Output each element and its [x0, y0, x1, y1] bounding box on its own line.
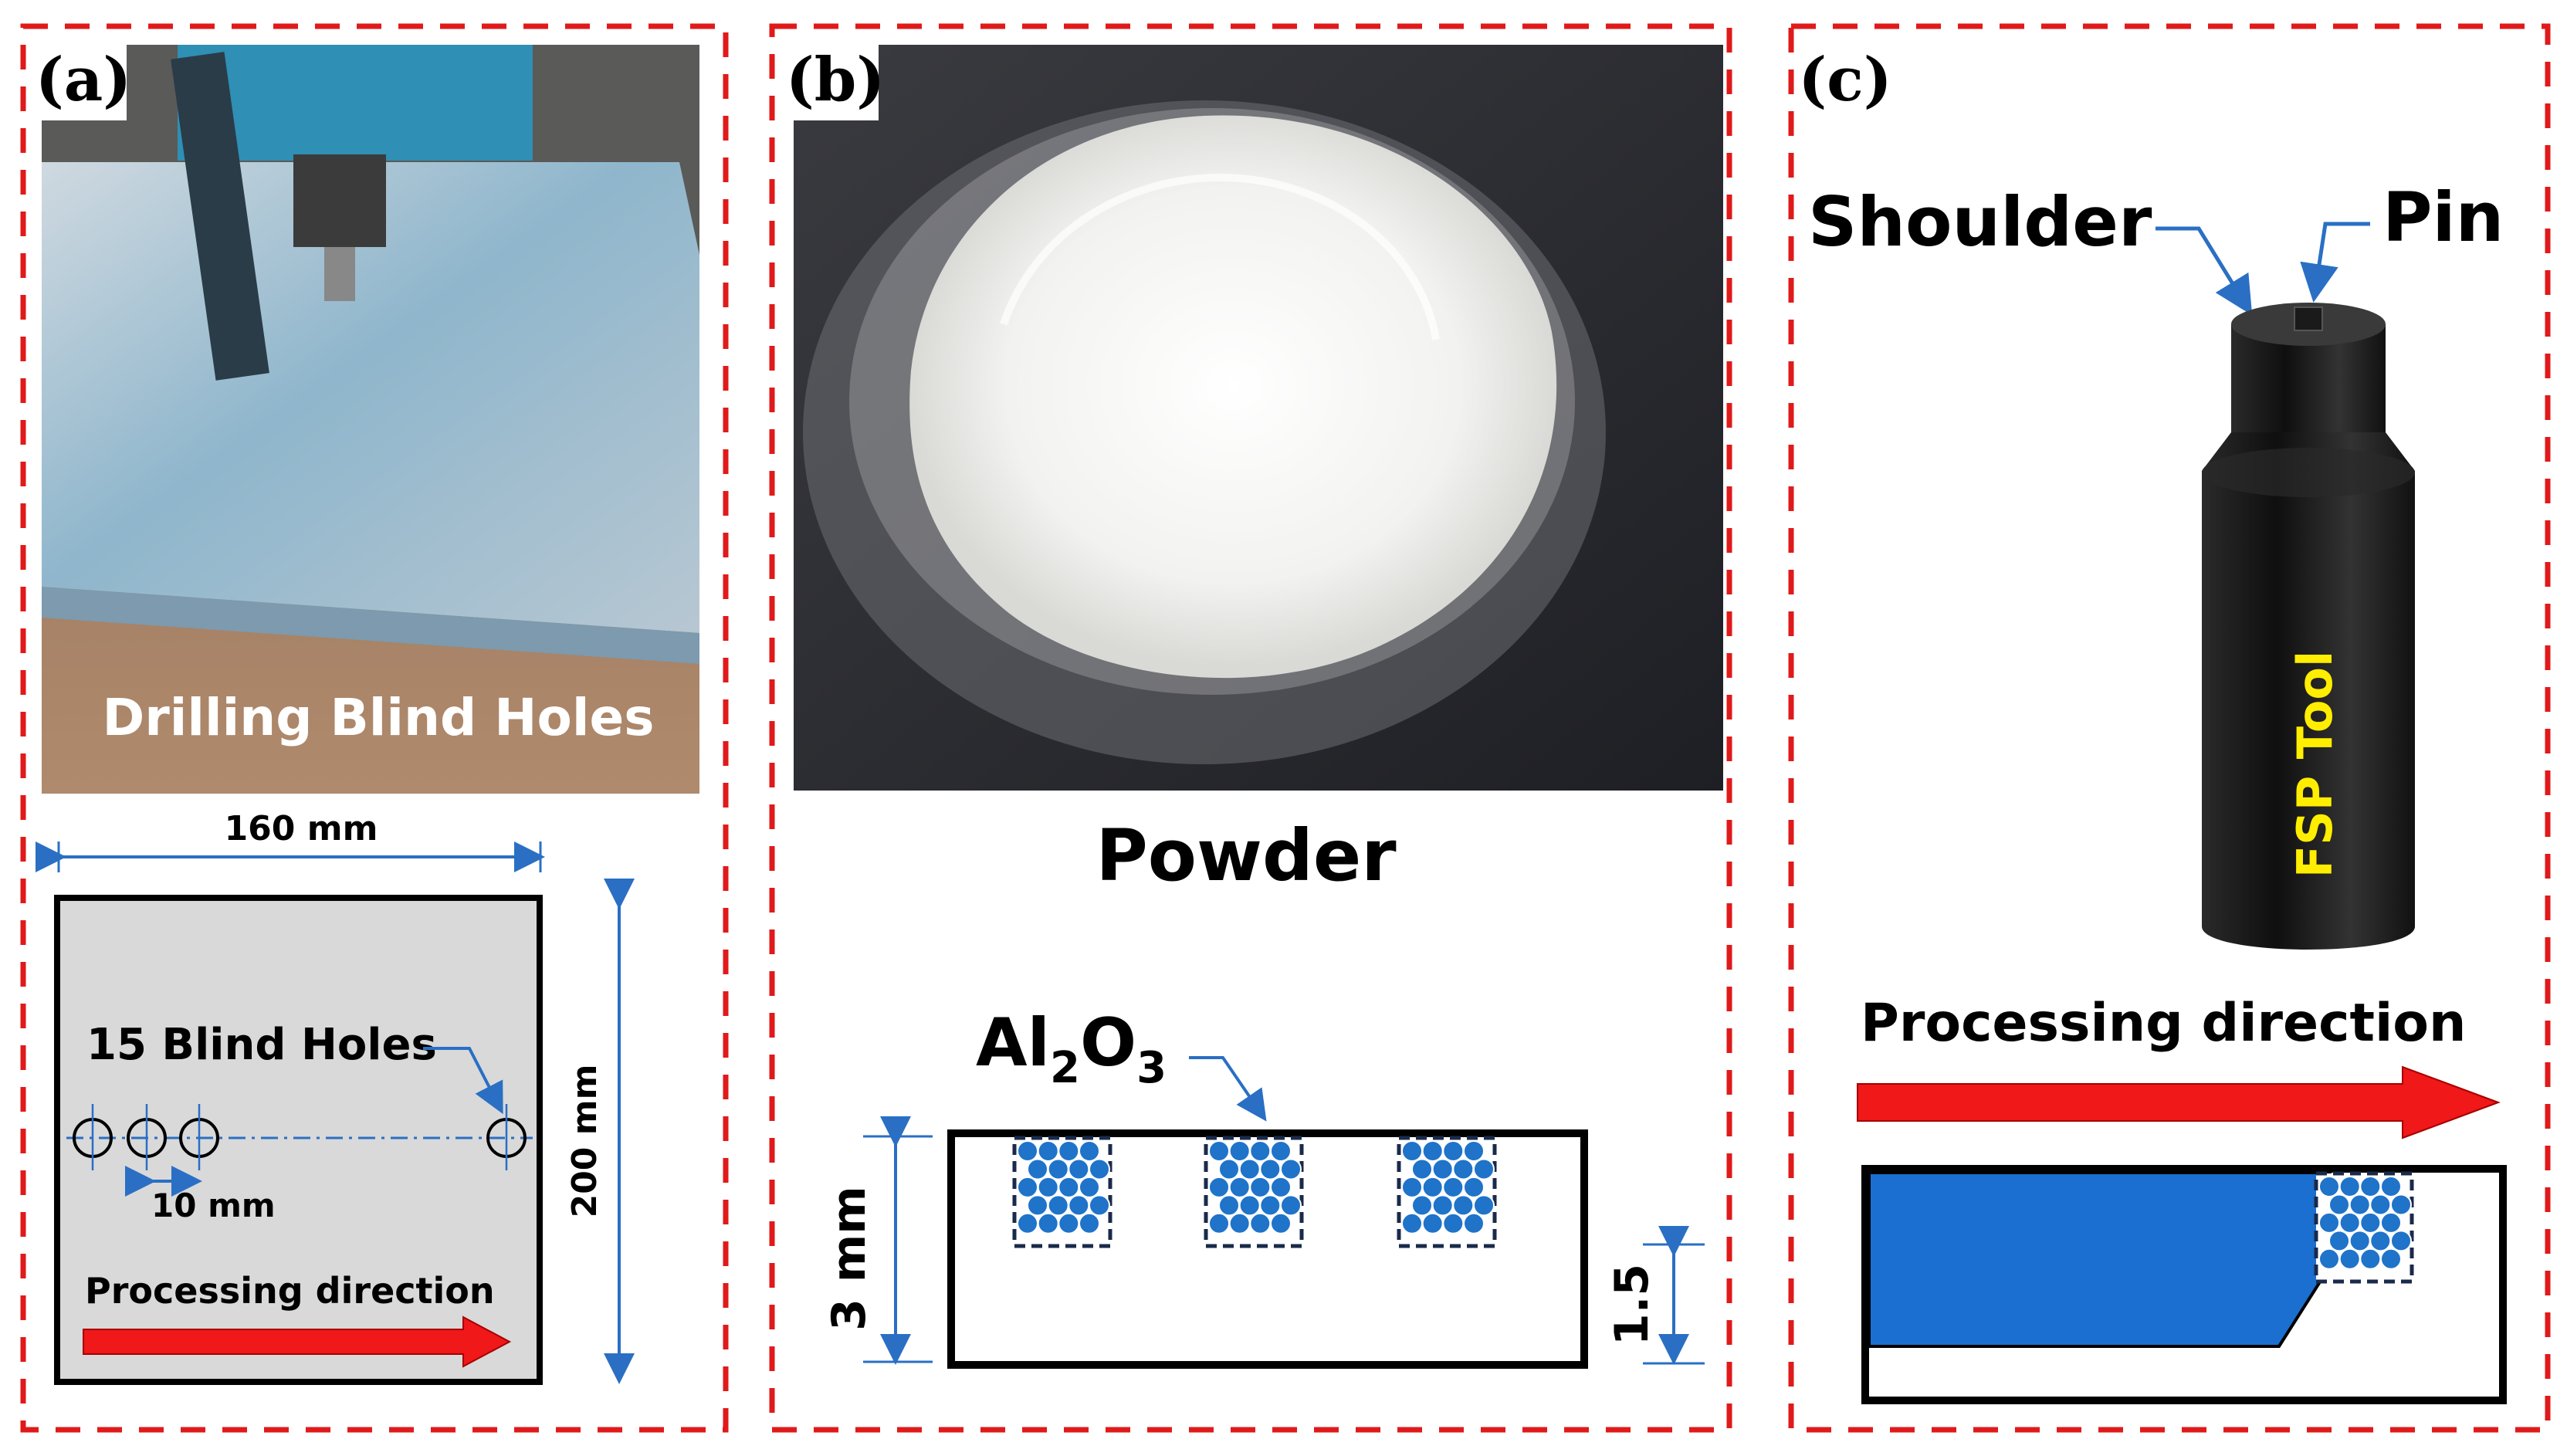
panel-a-frame — [20, 23, 729, 1433]
width-label: 160 mm — [225, 809, 378, 848]
panel-c-frame — [1788, 23, 2551, 1433]
powder-caption: Powder — [1096, 814, 1397, 897]
direction-label-c: Processing direction — [1861, 993, 2466, 1054]
shoulder-label: Shoulder — [1808, 182, 2152, 262]
direction-arrow-a — [83, 1315, 512, 1368]
alumina-label: Al2O3 — [976, 1004, 1167, 1093]
fsp-tool-label: FSP Tool — [2287, 651, 2343, 879]
depth-label: 1.5 — [1605, 1264, 1659, 1346]
pin-label: Pin — [2382, 178, 2504, 257]
filled-hole — [1012, 1136, 1112, 1248]
filled-hole — [1204, 1136, 1304, 1248]
filled-hole — [2314, 1171, 2414, 1284]
direction-label-a: Processing direction — [85, 1270, 495, 1312]
holes-leader — [423, 1047, 503, 1115]
fsp-tool-photo — [2202, 303, 2415, 950]
alumina-leader — [1189, 1056, 1267, 1122]
spacing-label: 10 mm — [151, 1187, 276, 1224]
holes-label: 15 Blind Holes — [86, 1020, 437, 1070]
drilling-photo — [42, 45, 699, 794]
pin-leader — [2300, 222, 2370, 303]
direction-arrow-c — [1857, 1065, 2501, 1139]
filled-holes — [1012, 1136, 1497, 1248]
filled-hole — [1397, 1136, 1497, 1248]
panel-b-frame — [769, 23, 1732, 1433]
drilling-photo-caption: Drilling Blind Holes — [102, 688, 654, 747]
remaining-filled-hole — [2314, 1171, 2414, 1284]
panel-a-label: (a) — [36, 45, 131, 115]
height-label: 200 mm — [565, 1065, 604, 1218]
powder-photo — [794, 45, 1723, 791]
shoulder-leader — [2156, 226, 2253, 316]
panel-c-label: (c) — [1798, 45, 1891, 115]
thickness-label: 3 mm — [822, 1186, 876, 1331]
aluminum-plate — [54, 895, 543, 1385]
tool-cross-section — [1868, 1171, 2332, 1348]
panel-b-label: (b) — [786, 45, 885, 115]
